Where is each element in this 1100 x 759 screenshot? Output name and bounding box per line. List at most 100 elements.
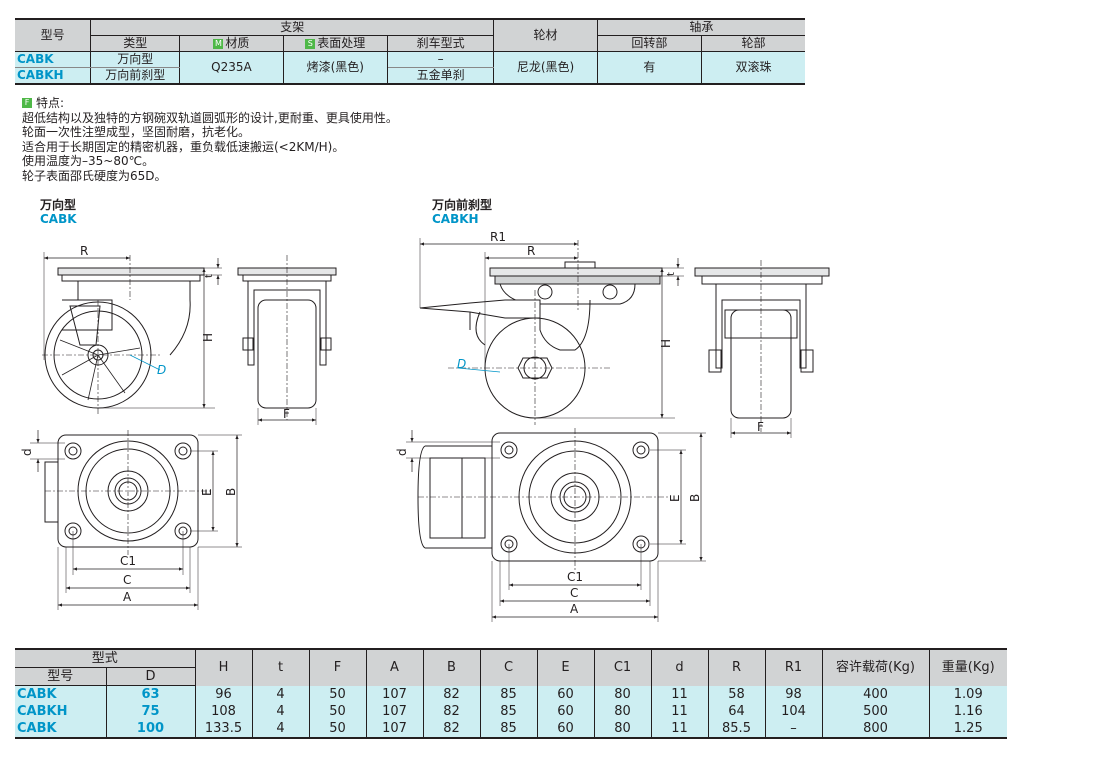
dim-label-D: D [457, 357, 466, 371]
dims-header-col: A [365, 649, 423, 686]
dims-header-col: R1 [764, 649, 822, 686]
dims-header-col: d [650, 649, 708, 686]
dim-label-H: H [201, 333, 215, 342]
row-cell: 85 [479, 685, 537, 703]
dim-label-d: d [20, 448, 34, 456]
row-cell: 11 [650, 703, 708, 720]
spec-header-type: 类型 [90, 35, 181, 52]
row-cell: 98 [764, 685, 822, 703]
row-cell: 85 [479, 720, 537, 738]
dim-label-E: E [200, 488, 214, 496]
features-badge: F [22, 98, 32, 109]
dim-label-t: t [666, 272, 677, 276]
right-drawing-title: 万向前刹型 [432, 198, 493, 212]
left-drawing-code: CABK [40, 212, 77, 226]
dim-label-R1: R1 [490, 230, 506, 244]
technical-drawings: R t H F D d E B C1 C A R1 R t H F D d E … [20, 230, 830, 622]
dim-label-B: B [224, 488, 238, 496]
dim-label-C: C [123, 573, 131, 587]
dim-label-R: R [527, 244, 535, 258]
row-cell: 11 [650, 685, 708, 703]
cabk-front-view [237, 255, 337, 425]
dim-label-D: D [157, 363, 166, 377]
dims-header-D: D [105, 667, 195, 686]
features-title: 特点: [36, 96, 65, 110]
row-model: CABKH [17, 704, 68, 719]
row-cell: 85.5 [707, 720, 765, 738]
spec-row2-type: 万向前刹型 [90, 67, 181, 84]
row-cell: 4 [251, 703, 309, 720]
row-cell: 60 [536, 703, 594, 720]
row-cell: 400 [821, 685, 929, 703]
dims-header-col: C [479, 649, 537, 686]
dim-label-d: d [395, 448, 409, 456]
spec-material: Q235A [179, 51, 284, 85]
spec-surface: 烤漆(黑色) [282, 51, 388, 85]
left-drawing-title: 万向型 [40, 198, 77, 212]
row-cell: 64 [707, 703, 765, 720]
row-cell: 50 [308, 703, 366, 720]
cabk-top-view [30, 430, 242, 610]
row-cell: 104 [764, 703, 822, 720]
table-row: CABKH 75 108 4 50 107 82 85 60 80 11 64 … [15, 703, 1007, 720]
spec-header-bracket: 支架 [90, 19, 495, 36]
spec-header-wheel: 轮材 [493, 19, 598, 52]
cabkh-top-view [406, 428, 706, 622]
row-cell: 82 [422, 703, 480, 720]
row-cell: 85 [479, 703, 537, 720]
spec-row1-brake: – [386, 51, 495, 68]
dim-label-B: B [688, 494, 702, 502]
dim-label-E: E [668, 494, 682, 502]
dims-header-col: F [308, 649, 366, 686]
dim-label-F: F [757, 420, 764, 434]
dim-label-A: A [570, 602, 579, 616]
dims-header-col: R [707, 649, 765, 686]
dims-header-col: 容许载荷(Kg) [821, 649, 929, 686]
row-D: 63 [105, 685, 195, 703]
dim-label-H: H [659, 339, 673, 348]
dim-label-R: R [80, 244, 88, 258]
row-cell: 82 [422, 720, 480, 738]
row-cell: 500 [821, 703, 929, 720]
row-cell: 133.5 [194, 720, 252, 738]
row-D: 100 [105, 720, 195, 738]
row-cell: 1.09 [928, 685, 1007, 703]
spec-wheel-bearing: 双滚珠 [701, 51, 805, 85]
feature-line: 适合用于长期固定的精密机器，重负载低速搬运(<2KM/H)。 [22, 139, 345, 154]
row-cell: 4 [251, 685, 309, 703]
row-cell: 107 [365, 720, 423, 738]
row-cell: 50 [308, 685, 366, 703]
row-cell: 82 [422, 685, 480, 703]
dims-header-col: E [536, 649, 594, 686]
dims-header-col: B [422, 649, 480, 686]
spec-row2-code: CABKH [15, 67, 92, 84]
spec-header-swivel: 回转部 [596, 35, 703, 52]
material-badge: M [213, 39, 224, 49]
spec-swivel: 有 [596, 51, 703, 85]
table-row: CABK 100 133.5 4 50 107 82 85 60 80 11 8… [15, 720, 1007, 738]
cabkh-front-view [694, 260, 830, 438]
row-cell: 107 [365, 703, 423, 720]
row-cell: 80 [593, 685, 651, 703]
feature-line: 轮子表面邵氏硬度为65D。 [22, 168, 167, 183]
row-cell: 108 [194, 703, 252, 720]
dim-label-A: A [123, 590, 132, 604]
row-cell: 80 [593, 720, 651, 738]
spec-row1-code: CABK [15, 51, 92, 68]
row-cell: 800 [821, 720, 929, 738]
spec-row1-type: 万向型 [90, 51, 181, 68]
dim-label-F: F [283, 407, 290, 421]
dims-header-col: t [251, 649, 309, 686]
row-model: CABK [17, 687, 57, 702]
row-model: CABK [17, 721, 57, 736]
dims-header-form: 型式 [15, 649, 195, 668]
row-cell: 58 [707, 685, 765, 703]
row-cell: 96 [194, 685, 252, 703]
feature-line: 超低结构以及独特的方钢碗双轨道圆弧形的设计,更耐重、更具使用性。 [22, 110, 398, 125]
row-cell: 60 [536, 685, 594, 703]
spec-row2-brake: 五金单刹 [386, 67, 495, 84]
